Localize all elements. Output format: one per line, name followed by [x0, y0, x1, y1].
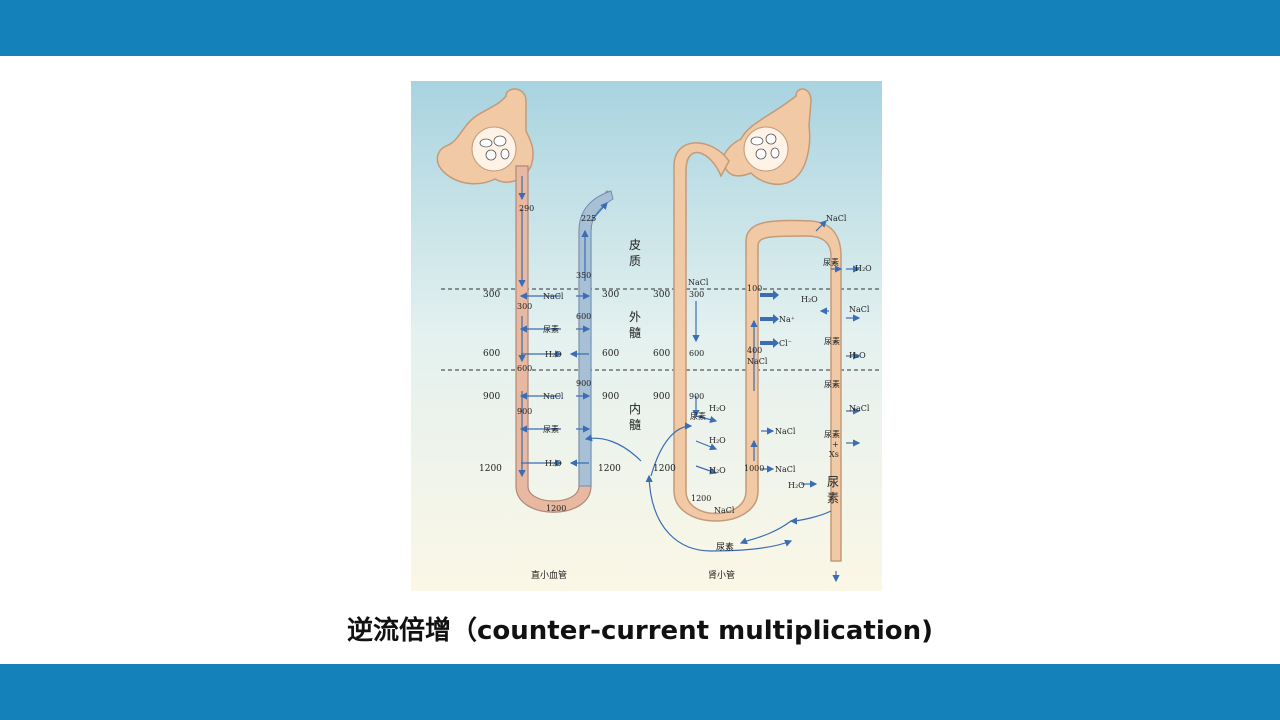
side-values-left: 300 600 900 1200: [479, 290, 502, 474]
value-225: 225: [581, 214, 596, 223]
exchange-nacl: NaCl: [543, 392, 564, 401]
zone-labels: 皮 质 外 髓 内 髓: [629, 238, 641, 432]
slide-caption: 逆流倍增（counter-current multiplication): [346, 616, 933, 646]
zone-cortex-1: 皮: [629, 238, 641, 252]
value-900: 900: [576, 379, 591, 388]
nephron-values: 300 600 900 1200 NaCl 300 600 900 尿素 120…: [653, 214, 872, 553]
collect-nacl: NaCl: [826, 214, 847, 223]
osm-1200: 1200: [653, 464, 676, 474]
h2o-3: H₂O: [709, 466, 726, 475]
nephron-tubule: [673, 142, 842, 562]
right-glomerulus: [722, 88, 812, 185]
asc-400: 400: [747, 346, 762, 355]
exchange-urea: 尿素: [543, 324, 559, 334]
value-600: 600: [517, 364, 532, 373]
osm-900: 900: [653, 392, 670, 402]
loop-nacl: NaCl: [714, 506, 735, 515]
asc-100: 100: [747, 284, 762, 293]
asc-cl: Cl⁻: [779, 339, 792, 348]
side-value-600: 600: [602, 349, 619, 359]
asc-nacl-3: NaCl: [775, 465, 796, 474]
desc-600: 600: [689, 349, 704, 358]
side-value-900: 900: [483, 392, 500, 402]
side-value-900: 900: [602, 392, 619, 402]
asc-1000: 1000: [744, 464, 764, 473]
collect-nacl-2: NaCl: [849, 305, 870, 314]
osm-600: 600: [653, 349, 670, 359]
side-values-mid: 300 600 900 1200: [598, 290, 621, 474]
zone-inner-1: 内: [629, 402, 641, 416]
collect-urea-2: 尿素: [824, 336, 840, 346]
collect-urea-3: 尿素: [824, 379, 840, 389]
exchange-urea: 尿素: [543, 424, 559, 434]
desc-900: 900: [689, 392, 704, 401]
collect-nacl-3: NaCl: [849, 404, 870, 413]
value-290: 290: [519, 204, 534, 213]
value-900: 900: [517, 407, 532, 416]
value-300: 300: [517, 302, 532, 311]
desc-1200: 1200: [691, 494, 711, 503]
desc-nacl: NaCl: [688, 278, 709, 287]
collect-h2o: H₂O: [855, 264, 872, 273]
h2o-1: H₂O: [709, 404, 726, 413]
zone-outer-2: 髓: [629, 326, 641, 340]
vasa-recta-title: 直小血管: [531, 569, 567, 581]
side-value-300: 300: [483, 290, 500, 300]
top-banner: [0, 0, 1280, 56]
exchange-nacl: NaCl: [543, 292, 564, 301]
desc-urea: 尿素: [690, 411, 706, 421]
side-value-600: 600: [483, 349, 500, 359]
side-value-1200: 1200: [598, 464, 621, 474]
asc-na: Na⁺: [779, 315, 795, 324]
collect-urea-big-1: 尿: [827, 475, 839, 489]
h2o-2: H₂O: [709, 436, 726, 445]
side-value-300: 300: [602, 290, 619, 300]
zone-inner-2: 髓: [629, 418, 641, 432]
vasa-recta-ascending: [578, 190, 614, 487]
asc-nacl-2: NaCl: [775, 427, 796, 436]
osm-300: 300: [653, 290, 670, 300]
asc-h2o: H₂O: [788, 481, 805, 490]
bottom-banner: [0, 664, 1280, 720]
value-600: 600: [576, 312, 591, 321]
nephron-title: 肾小管: [708, 569, 735, 581]
collect-xs: Xs: [829, 450, 839, 459]
collect-h2o-2: H₂O: [801, 295, 818, 304]
active-transport-arrows: [760, 290, 779, 348]
side-value-1200: 1200: [479, 464, 502, 474]
collect-urea-4: 尿素: [824, 429, 840, 439]
zone-cortex-2: 质: [629, 254, 641, 268]
zone-outer-1: 外: [629, 310, 641, 324]
exchange-h2o: H₂O: [545, 459, 562, 468]
collect-h2o-3: H₂O: [849, 351, 866, 360]
value-1200: 1200: [546, 504, 566, 513]
asc-nacl: NaCl: [747, 357, 768, 366]
exchange-h2o: H₂O: [545, 350, 562, 359]
collect-urea: 尿素: [823, 257, 839, 267]
flow-arrows: [518, 176, 861, 583]
vasa-recta-values: 290 300 600 900 225 350 600 900 1200 NaC…: [517, 204, 596, 513]
urea-recirculation: 尿素: [716, 541, 734, 553]
desc-300: 300: [689, 290, 704, 299]
collect-urea-big-2: 素: [827, 491, 839, 505]
left-glomerulus: [436, 88, 534, 185]
collect-plus: +: [832, 440, 839, 449]
countercurrent-diagram: 300 600 900 1200 300 600 900 1200 290 30…: [411, 81, 882, 591]
value-350: 350: [576, 271, 591, 280]
